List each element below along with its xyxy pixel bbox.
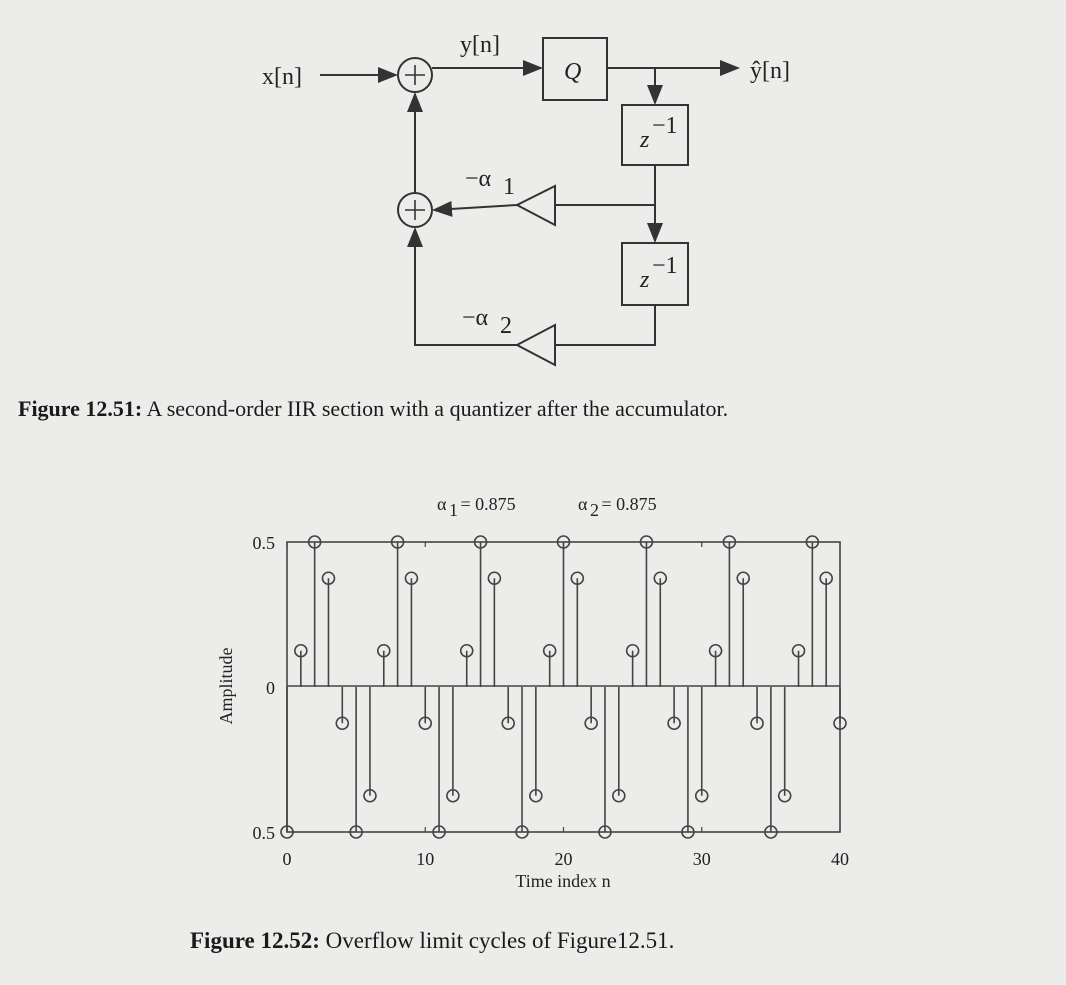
stem-marker bbox=[819, 571, 833, 586]
title-alpha1-sub: 1 bbox=[449, 500, 458, 520]
delay2-label: z bbox=[639, 267, 650, 293]
stem-marker bbox=[625, 643, 640, 658]
stem-marker bbox=[376, 643, 391, 658]
stem-marker bbox=[584, 716, 598, 731]
gain1-label: −α bbox=[465, 166, 492, 192]
stem-marker bbox=[694, 788, 709, 803]
caption-text: A second-order IIR section with a quanti… bbox=[142, 396, 729, 421]
gain-triangle-1 bbox=[514, 184, 556, 227]
y-tick-label: 0.5 bbox=[253, 823, 276, 843]
y-tick-label: 0.5 bbox=[253, 533, 276, 553]
caption-text: Overflow limit cycles of Figure12.51. bbox=[319, 928, 675, 953]
caption-number: Figure 12.52: bbox=[190, 928, 320, 953]
stem-marker bbox=[529, 788, 543, 803]
caption-number: Figure 12.51: bbox=[18, 396, 143, 421]
stem-marker bbox=[459, 643, 474, 658]
stem-marker bbox=[542, 643, 557, 658]
x-tick-label: 20 bbox=[555, 849, 573, 869]
sum-label: y[n] bbox=[460, 32, 500, 58]
input-label: x[n] bbox=[262, 64, 302, 90]
stem-marker bbox=[750, 716, 764, 731]
stem-marker bbox=[418, 716, 433, 731]
stem-marker bbox=[777, 788, 792, 803]
gain-triangle-2 bbox=[514, 323, 556, 367]
delay2-exponent: −1 bbox=[652, 253, 678, 279]
y-tick-label: 0 bbox=[266, 678, 275, 698]
stem-marker bbox=[736, 571, 751, 586]
stem-marker bbox=[363, 788, 377, 803]
output-label: ŷ[n] bbox=[750, 58, 790, 84]
x-tick-label: 10 bbox=[416, 849, 434, 869]
x-tick-label: 0 bbox=[283, 849, 292, 869]
stem-marker bbox=[653, 571, 668, 586]
gain2-subscript: 2 bbox=[500, 313, 512, 339]
gain1-subscript: 1 bbox=[503, 174, 515, 200]
stem-marker bbox=[667, 716, 681, 731]
gain2-label: −α bbox=[462, 305, 489, 331]
stem-marker bbox=[404, 571, 419, 586]
stem-marker bbox=[708, 643, 723, 658]
stem-marker bbox=[791, 643, 806, 658]
stem-marker bbox=[335, 716, 350, 731]
delay1-exponent: −1 bbox=[652, 113, 678, 139]
x-tick-label: 30 bbox=[693, 849, 711, 869]
delay1-label: z bbox=[639, 127, 650, 153]
stem-marker bbox=[501, 716, 516, 731]
quantizer-label: Q bbox=[564, 59, 581, 85]
figure-12-52-caption: Figure 12.52: Overflow limit cycles of F… bbox=[190, 928, 674, 954]
title-alpha2: α bbox=[578, 494, 588, 514]
stem-marker bbox=[294, 643, 308, 658]
stem-marker bbox=[570, 571, 585, 586]
title-alpha1-value: = 0.875 bbox=[456, 494, 516, 514]
stem-marker bbox=[321, 571, 336, 586]
title-alpha2-value: = 0.875 bbox=[597, 494, 657, 514]
title-alpha2-sub: 2 bbox=[590, 500, 599, 520]
stem-marker bbox=[487, 571, 502, 586]
x-axis-label: Time index n bbox=[515, 871, 610, 891]
stem-marker bbox=[611, 788, 626, 803]
figure-12-51-caption: Figure 12.51: A second-order IIR section… bbox=[18, 396, 728, 422]
x-tick-label: 40 bbox=[831, 849, 849, 869]
title-alpha1: α bbox=[437, 494, 447, 514]
stem-marker bbox=[446, 788, 460, 803]
y-axis-label: Amplitude bbox=[216, 647, 236, 724]
iir-block-diagram: x[n] y[n] Q ŷ[n] z −1 z −1 −α 1 −α 2 bbox=[262, 32, 790, 367]
